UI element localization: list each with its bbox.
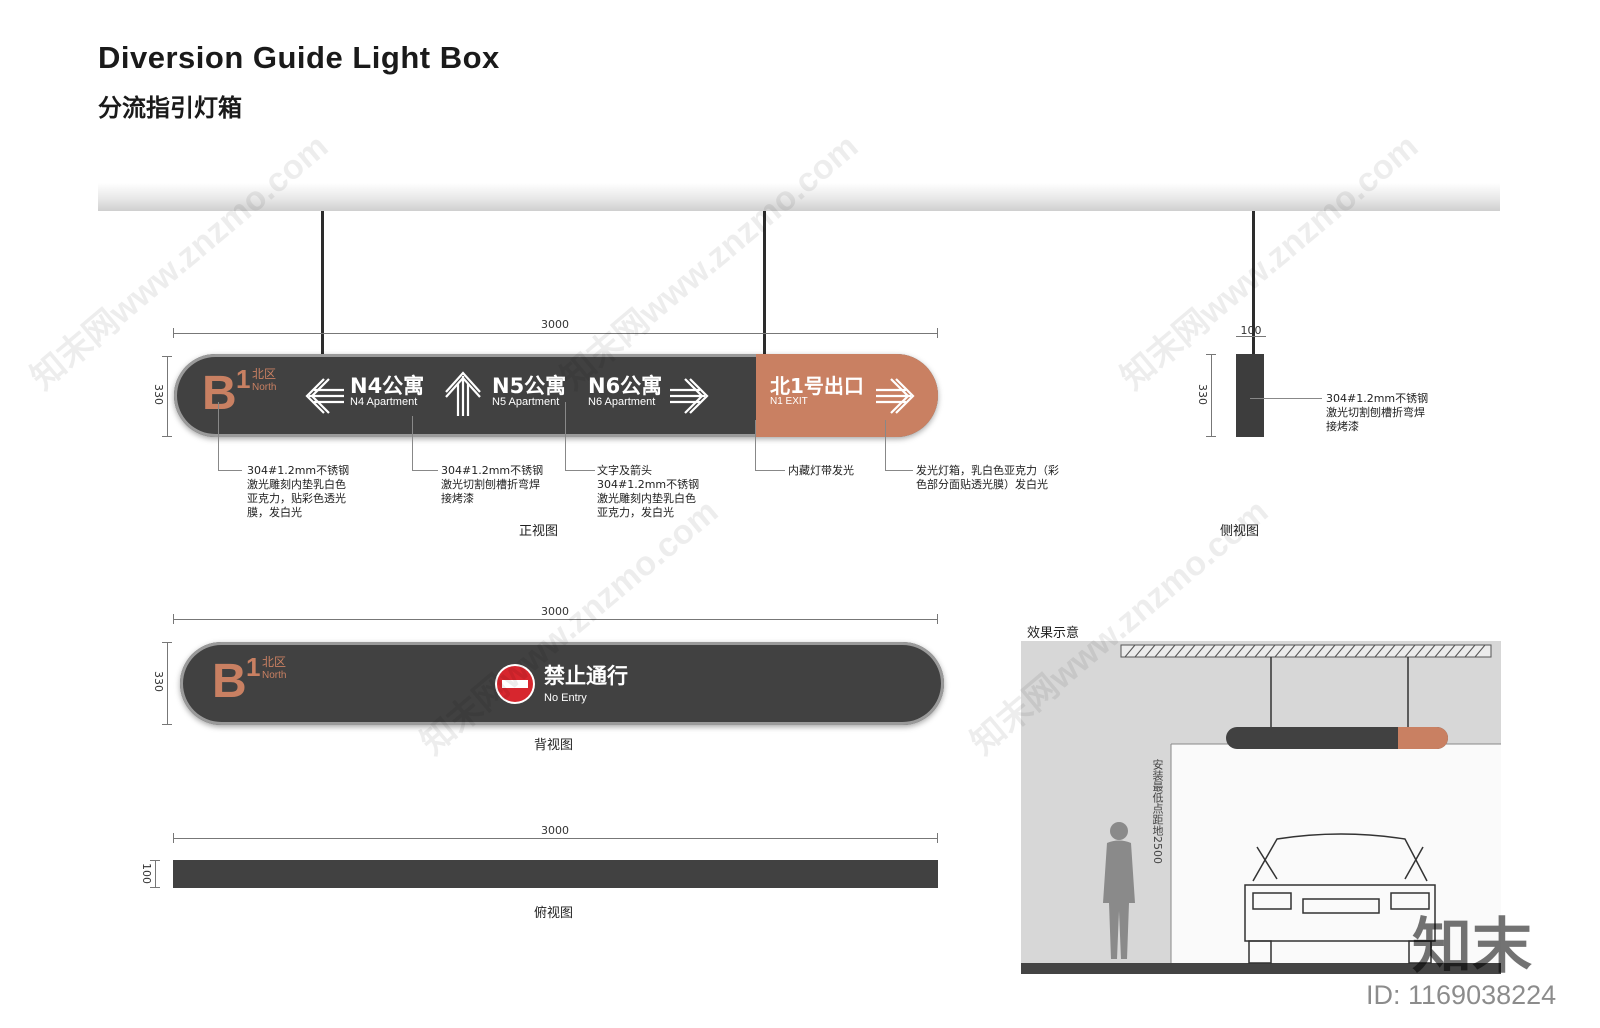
brand-mark: 知末	[1412, 912, 1532, 982]
leader-line	[218, 470, 242, 471]
leader-line	[565, 402, 566, 470]
exit-arrow-right-icon	[876, 378, 915, 414]
dim-tick	[162, 642, 172, 643]
front-height-dim-line	[167, 356, 168, 437]
top-view-label: 俯视图	[534, 906, 574, 921]
top-height-dim-line	[155, 860, 156, 888]
dim-tick	[1206, 354, 1216, 355]
exit-cn: 北1号出口	[770, 374, 864, 398]
front-width-dim-line	[173, 333, 938, 334]
dim-tick	[937, 614, 938, 624]
top-height-dim: 100	[140, 863, 153, 884]
dest-n6-en: N6 Apartment	[588, 396, 656, 408]
side-height-dim: 330	[1196, 384, 1209, 405]
side-sign-box	[1236, 354, 1264, 437]
side-width-dim: 100	[1240, 324, 1262, 337]
dest-n5-en: N5 Apartment	[492, 396, 560, 408]
watermark: 知末网www.znzmo.com	[1113, 127, 1426, 398]
leader-line	[885, 470, 913, 471]
scene-label: 效果示意	[1027, 626, 1080, 641]
hanging-rod-left	[321, 211, 324, 356]
dest-n6-cn: N6公寓	[588, 374, 663, 398]
dim-tick	[173, 833, 174, 843]
leader-line	[755, 420, 756, 470]
zone-en: North	[252, 382, 277, 393]
page-title-cn: 分流指引灯箱	[98, 94, 242, 122]
front-view-label: 正视图	[519, 524, 559, 539]
top-width-dim-line	[173, 838, 938, 839]
top-view-bar	[173, 860, 938, 888]
zone-cn: 北区	[252, 367, 277, 381]
page-title-en: Diversion Guide Light Box	[98, 40, 500, 75]
image-id: ID: 1169038224	[1366, 980, 1557, 1010]
dim-tick	[937, 328, 938, 338]
dim-tick	[937, 833, 938, 843]
exit-en: N1 EXIT	[770, 396, 808, 407]
arrow-left-icon	[305, 378, 344, 414]
no-entry-icon	[495, 664, 535, 704]
side-width-dim-line	[1236, 336, 1266, 337]
dim-tick	[162, 724, 172, 725]
side-height-dim-line	[1211, 354, 1212, 437]
front-height-dim: 330	[152, 384, 165, 405]
leader-line	[565, 470, 595, 471]
leader-line	[1250, 398, 1322, 399]
effect-scene: 安装最低点距地2500	[1021, 641, 1501, 974]
leader-line	[412, 416, 413, 470]
note-text-arrows: 文字及箭头 304#1.2mm不锈钢 激光雕刻内垫乳白色 亚克力，发白光	[597, 464, 700, 519]
dest-n4-cn: N4公寓	[350, 374, 425, 398]
back-width-dim-line	[173, 619, 938, 620]
back-level-number: 1	[246, 652, 261, 682]
no-entry-cn: 禁止通行	[544, 664, 628, 688]
note-hidden-light: 内藏灯带发光	[788, 464, 854, 477]
dim-tick	[150, 887, 160, 888]
level-letter: B	[202, 367, 237, 420]
back-level-letter: B	[212, 655, 247, 708]
dim-tick	[1206, 436, 1216, 437]
note-body-material: 304#1.2mm不锈钢 激光切割刨槽折弯焊 接烤漆	[441, 464, 544, 505]
hanging-rod-side	[1252, 211, 1255, 354]
note-face-material: 304#1.2mm不锈钢 激光雕刻内垫乳白色 亚克力，贴彩色透光 膜，发白光	[247, 464, 350, 519]
back-sign-panel: B 1 北区 North 禁止通行 No Entry	[180, 642, 944, 725]
back-view-label: 背视图	[534, 738, 574, 753]
back-height-dim: 330	[152, 671, 165, 692]
arrow-up-icon	[445, 371, 481, 416]
back-zone-en: North	[262, 670, 287, 681]
back-height-dim-line	[167, 642, 168, 725]
top-width-dim: 3000	[541, 824, 569, 837]
dim-tick	[162, 436, 172, 437]
ceiling-slab	[98, 183, 1500, 211]
hanging-rod-right	[763, 211, 766, 356]
back-zone-cn: 北区	[262, 655, 287, 669]
scene-illustration	[1021, 644, 1501, 974]
side-note: 304#1.2mm不锈钢 激光切割刨槽折弯焊 接烤漆	[1326, 392, 1429, 433]
side-view-label: 侧视图	[1220, 524, 1260, 539]
arrow-right-icon	[670, 378, 709, 414]
front-sign-panel: B 1 北区 North N4公寓 N4 Apartment N5公寓 N5 A…	[174, 354, 938, 437]
leader-line	[885, 420, 886, 470]
front-width-dim: 3000	[541, 318, 569, 331]
note-light-box: 发光灯箱，乳白色亚克力（彩 色部分面贴透光膜）发白光	[916, 464, 1059, 491]
dim-tick	[173, 614, 174, 624]
dim-tick	[150, 860, 160, 861]
leader-line	[218, 402, 219, 470]
back-width-dim: 3000	[541, 605, 569, 618]
no-entry-en: No Entry	[544, 692, 587, 704]
level-number: 1	[236, 364, 251, 394]
dest-n5-cn: N5公寓	[492, 374, 567, 398]
dest-n4-en: N4 Apartment	[350, 396, 418, 408]
dim-tick	[162, 356, 172, 357]
scene-clearance-note: 安装最低点距地2500	[1151, 759, 1164, 864]
leader-line	[412, 470, 438, 471]
dim-tick	[173, 328, 174, 338]
leader-line	[755, 470, 785, 471]
